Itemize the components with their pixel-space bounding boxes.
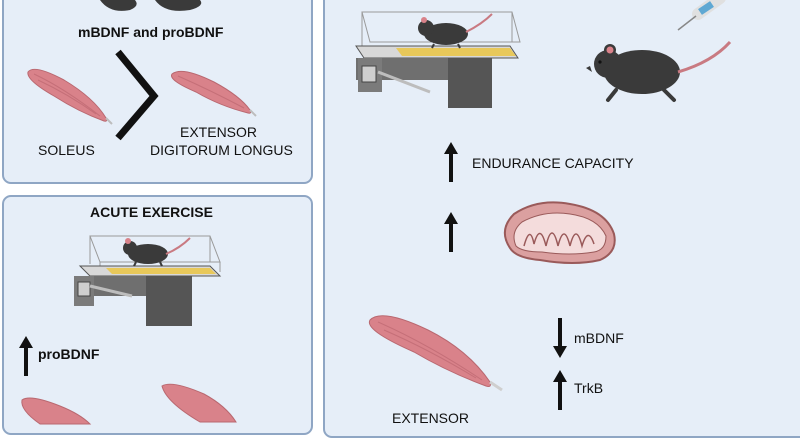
- muscle-icon: [368, 315, 503, 392]
- mbdnf-label: mBDNF: [574, 330, 624, 346]
- probdnf-label: proBDNF: [38, 346, 100, 362]
- mitochondrion-icon: [503, 201, 616, 264]
- up-arrow-icon: [444, 212, 458, 252]
- muscle-icon: [171, 70, 257, 117]
- up-arrow-icon: [444, 142, 458, 182]
- muscle-icon: [161, 383, 237, 423]
- treadmill-icon: [355, 11, 521, 108]
- syringe-icon: [677, 0, 726, 31]
- muscle-icon: [27, 68, 113, 125]
- mouse-icon: [100, 0, 202, 11]
- mbdnf-probdnf-caption: mBDNF and proBDNF: [78, 24, 224, 40]
- down-arrow-icon: [553, 318, 567, 358]
- edl-bottom-partial-label: EXTENSOR: [392, 410, 470, 426]
- edl-label-line1: EXTENSOR: [180, 124, 258, 140]
- edl-label-line2: DIGITORUM LONGUS: [150, 142, 293, 158]
- chevron-icon: [115, 49, 159, 141]
- soleus-label: SOLEUS: [38, 142, 95, 158]
- mouse-icon: [586, 40, 732, 102]
- up-arrow-icon: [553, 370, 567, 410]
- trkb-label: TrkB: [574, 380, 604, 396]
- acute-exercise-title: ACUTE EXERCISE: [90, 204, 213, 220]
- up-arrow-icon: [19, 336, 33, 376]
- treadmill-icon: [74, 235, 222, 326]
- muscle-icon: [21, 397, 92, 425]
- endurance-capacity-label: ENDURANCE CAPACITY: [472, 155, 634, 171]
